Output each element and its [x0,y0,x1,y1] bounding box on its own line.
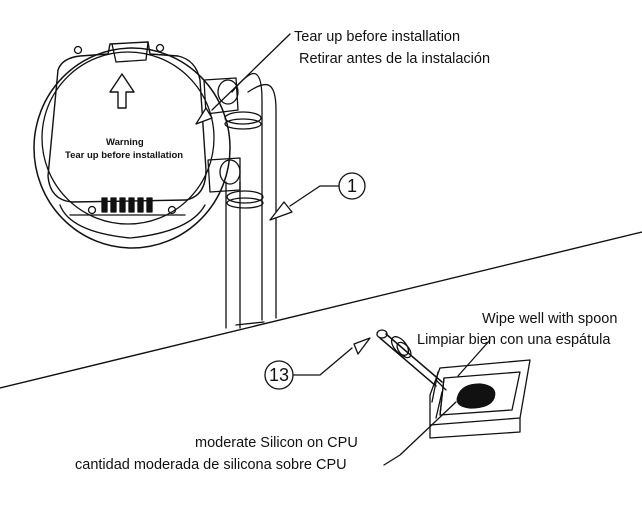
wipe-label-es: Limpiar bien con una espátula [417,332,611,348]
cpu-block [429,359,531,439]
coolant-tubes [224,73,277,329]
protective-cover [47,41,207,203]
callout-1-leader [289,185,340,207]
callout-13-arrowhead [353,337,371,355]
tear-leader-line [211,33,291,111]
callout-1-number: 1 [346,176,357,196]
surface-line [0,231,642,389]
tear-label-es: Retirar antes de la instalación [299,51,491,67]
syringe-tool [376,329,447,391]
wipe-label-en: Wipe well with spoon [482,311,618,327]
warning-text: Tear up before installation [65,150,184,161]
pump-body [33,43,241,249]
up-arrow-icon [109,73,135,109]
warning-title: Warning [106,137,144,148]
silicon-leader-line [383,401,457,466]
callout-1-arrowhead [269,201,293,221]
tear-label-en: Tear up before installation [294,29,461,45]
silicon-label-en: moderate Silicon on CPU [195,435,358,451]
thermal-paste [456,383,496,409]
callout-13-number: 13 [268,365,290,385]
tear-leader-arrowhead [195,107,213,125]
callout-13-leader [292,347,353,376]
silicon-label-es: cantidad moderada de silicona sobre CPU [75,457,347,473]
wipe-leader-line [457,339,491,377]
